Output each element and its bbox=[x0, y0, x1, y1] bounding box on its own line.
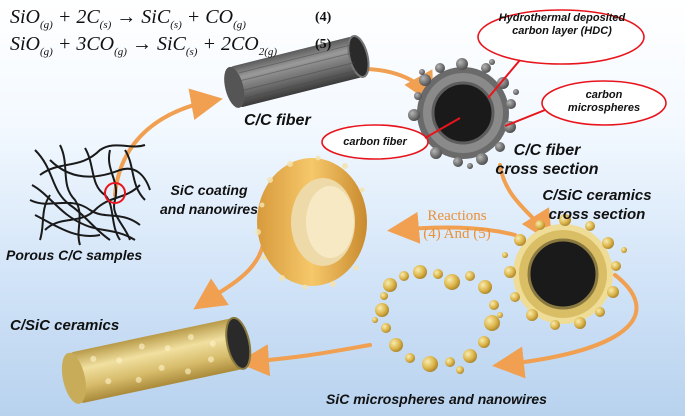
cc-fiber-label: C/C fiber bbox=[244, 112, 311, 129]
csic-ceramics-cylinder bbox=[61, 316, 252, 404]
hdc-callout-ellipse bbox=[477, 9, 645, 65]
arrow-porous-to-fiber bbox=[113, 88, 223, 197]
reactions-label: Reactions (4) And (5) bbox=[423, 208, 491, 242]
sic-coating-label: SiC coating and nanowires bbox=[159, 182, 259, 217]
sic-ring bbox=[255, 155, 367, 290]
equation-4-number: (4) bbox=[315, 10, 332, 25]
porous-cc-label: Porous C/C samples bbox=[6, 247, 143, 263]
carbon-fiber-callout: carbon fiber bbox=[343, 136, 407, 148]
fiber-callout-ellipse bbox=[321, 124, 429, 160]
porous-mesh bbox=[29, 144, 151, 246]
microspheres-callout: carbon microspheres bbox=[567, 89, 641, 114]
cc-fiber-cylinder bbox=[224, 34, 370, 108]
cc-fiber-cross-section-label: C/C fiber cross section bbox=[495, 142, 599, 178]
porous-highlight-circle bbox=[104, 182, 126, 204]
microspheres-callout-ellipse bbox=[541, 80, 667, 126]
cc-fiber-cross-section bbox=[408, 58, 519, 169]
csic-cross-section bbox=[502, 214, 627, 330]
equation-5-number: (5) bbox=[315, 37, 332, 52]
callout-pointers bbox=[424, 59, 546, 139]
sic-microspheres-ring bbox=[372, 265, 503, 374]
arrow-ring-to-ceramics bbox=[193, 228, 267, 310]
callout-shapes bbox=[321, 9, 667, 160]
equation-5: SiO(g) + 3CO(g) → SiC(s) + 2CO2(g) bbox=[10, 33, 278, 58]
equation-4: SiO(g) + 2C(s) → SiC(s) + CO(g) bbox=[10, 6, 246, 31]
csic-cross-section-label: C/SiC ceramics cross section bbox=[542, 187, 652, 223]
csic-ceramics-label: C/SiC ceramics bbox=[10, 317, 120, 334]
arrow-csic-cross-to-ring bbox=[387, 211, 517, 244]
arrow-microspheres-to-ceramics bbox=[237, 343, 372, 377]
hdc-callout: Hydrothermal deposited carbon layer (HDC… bbox=[498, 12, 626, 37]
sic-microspheres-label: SiC microspheres and nanowires bbox=[326, 391, 547, 407]
arrow-csic-cross-to-microspheres bbox=[492, 273, 639, 379]
